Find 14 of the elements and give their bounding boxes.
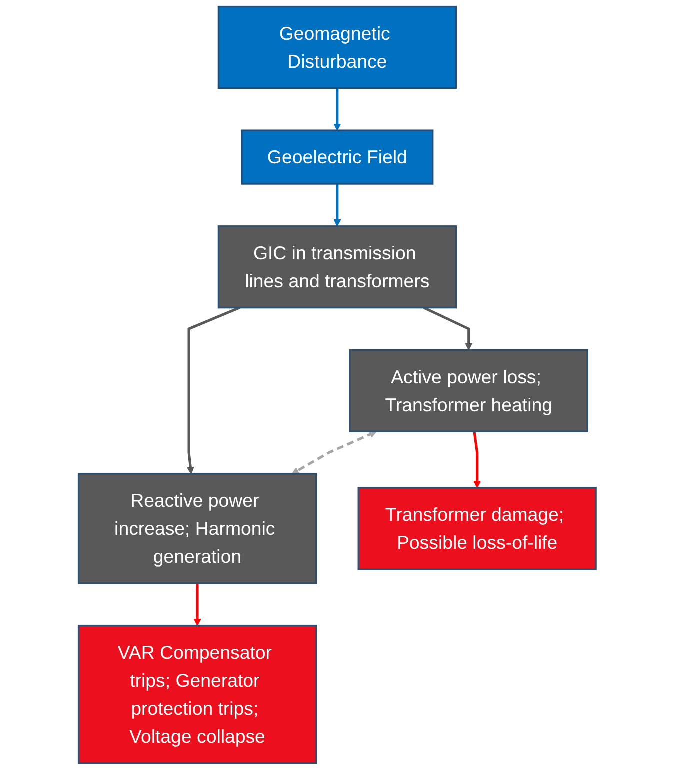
node-box: Geomagnetic Disturbance	[218, 6, 458, 90]
arrow	[292, 431, 377, 474]
arrow	[194, 583, 202, 626]
node-box: Reactive power increase; Harmonic generation	[78, 473, 318, 584]
arrow	[423, 306, 473, 351]
arrow	[334, 184, 342, 227]
node-box: VAR Compensator trips; Generator protection trips; Voltage collapse	[78, 624, 318, 764]
arrow	[187, 306, 240, 474]
node-box: Active power loss; Transformer heating	[349, 349, 588, 432]
arrow	[473, 431, 482, 488]
node-box: Transformer damage; Possible loss-of-life	[358, 487, 597, 570]
arrow	[334, 88, 342, 131]
node-box: GIC in transmission lines and transformers	[218, 226, 458, 309]
node-box: Geoelectric Field	[241, 130, 434, 185]
